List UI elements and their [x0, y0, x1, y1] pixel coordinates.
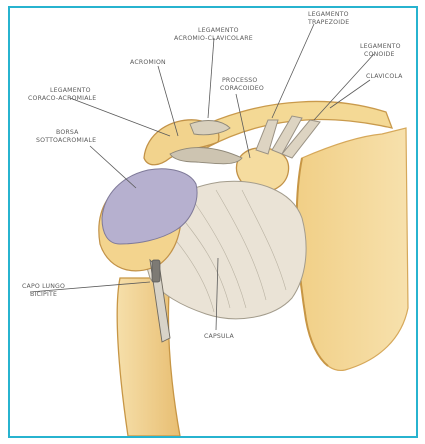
- label-legamento-trapezoide-2: TRAPEZOIDE: [307, 19, 349, 26]
- label-legamento-conoide-1: LEGAMENTO: [360, 43, 401, 50]
- label-legamento-conoide-2: CONOIDE: [364, 51, 395, 58]
- coracoacromial-ligament: [170, 148, 242, 164]
- label-processo-coracoideo-2: CORACOIDEO: [220, 85, 264, 92]
- label-capsula: CAPSULA: [204, 333, 235, 340]
- label-borsa-sottoacromiale-2: SOTTOACROMIALE: [36, 137, 96, 144]
- label-legamento-coraco-acromiale-1: LEGAMENTO: [50, 87, 91, 94]
- scapula: [297, 128, 408, 370]
- label-processo-coracoideo-1: PROCESSO: [222, 77, 257, 84]
- label-legamento-coraco-acromiale-2: CORACO-ACROMIALE: [28, 95, 96, 102]
- shoulder-anatomy-diagram: LEGAMENTO ACROMIO-CLAVICOLARE LEGAMENTO …: [10, 8, 416, 436]
- label-legamento-acromio-clavicolare-1: LEGAMENTO: [198, 27, 239, 34]
- label-borsa-sottoacromiale-1: BORSA: [56, 129, 79, 136]
- label-capo-lungo-bicipite-2: BICIPITE: [30, 291, 57, 298]
- label-capo-lungo-bicipite-1: CAPO LUNGO: [22, 283, 65, 290]
- label-clavicola: CLAVICOLA: [366, 73, 403, 80]
- label-legamento-trapezoide-1: LEGAMENTO: [308, 11, 349, 18]
- figure-frame: LEGAMENTO ACROMIO-CLAVICOLARE LEGAMENTO …: [8, 6, 418, 438]
- label-legamento-acromio-clavicolare-2: ACROMIO-CLAVICOLARE: [174, 35, 253, 42]
- label-acromion: ACROMION: [130, 59, 166, 66]
- humerus: [117, 278, 180, 436]
- biceps-groove: [152, 260, 160, 282]
